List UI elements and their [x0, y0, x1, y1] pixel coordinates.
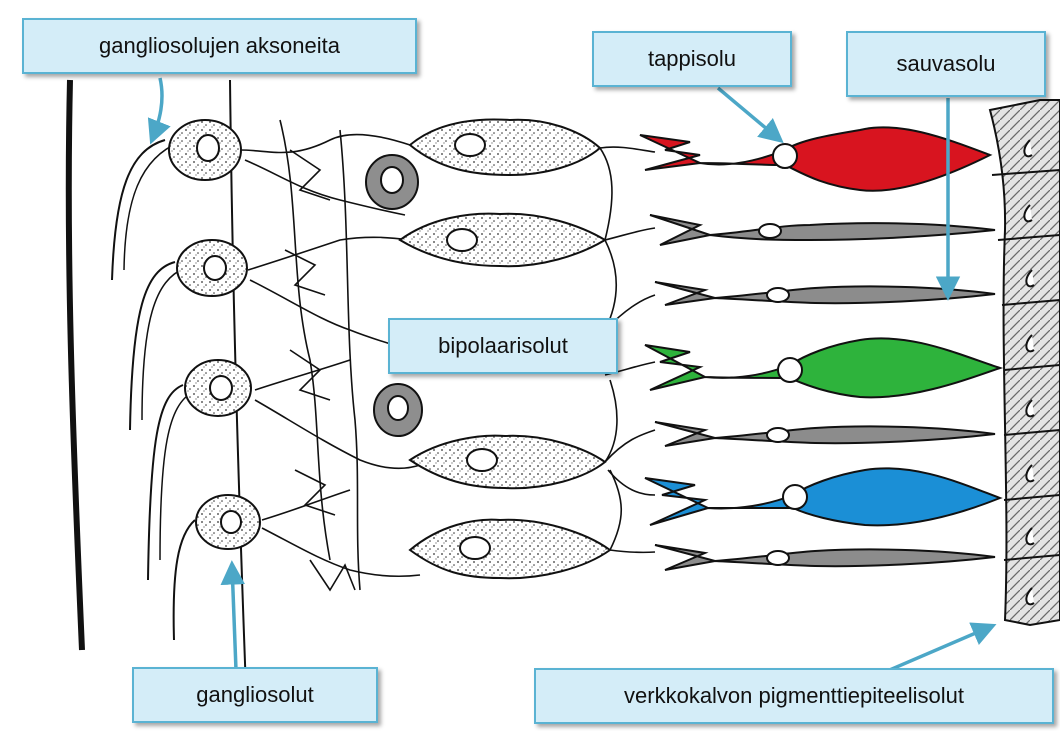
photoreceptors [640, 127, 1000, 570]
label-ganglion-cells-text: gangliosolut [196, 682, 313, 708]
arrow-ganglion-axons [152, 78, 162, 140]
bipolar-cell [410, 119, 600, 175]
cone-red [640, 127, 990, 190]
label-ganglion-axons-text: gangliosolujen aksoneita [99, 33, 340, 59]
label-bipolar-text: bipolaarisolut [438, 333, 568, 359]
label-ganglion-cells: gangliosolut [132, 667, 378, 723]
pigment-epithelium [990, 100, 1060, 625]
arrow-cone [718, 88, 780, 140]
arrow-pigment-epithelium [885, 626, 992, 672]
label-pigment-epithelium-text: verkkokalvon pigmenttiepiteelisolut [624, 683, 964, 709]
label-pigment-epithelium: verkkokalvon pigmenttiepiteelisolut [534, 668, 1054, 724]
label-bipolar: bipolaarisolut [388, 318, 618, 374]
label-cone: tappisolu [592, 31, 792, 87]
rod-gray [655, 422, 995, 446]
bipolar-cell [400, 214, 605, 267]
cone-green [645, 338, 1000, 397]
ganglion-cell [174, 495, 260, 640]
ganglion-cells [112, 120, 260, 640]
rod-gray [650, 215, 995, 245]
label-rod: sauvasolu [846, 31, 1046, 97]
bipolar-cell [410, 520, 610, 579]
rod-gray [655, 282, 995, 305]
arrow-ganglion-cells [232, 565, 236, 670]
rod-gray [655, 545, 995, 570]
bipolar-cell [410, 436, 605, 489]
label-ganglion-axons: gangliosolujen aksoneita [22, 18, 417, 74]
cone-blue [645, 468, 1000, 525]
label-rod-text: sauvasolu [896, 51, 995, 77]
label-cone-text: tappisolu [648, 46, 736, 72]
inner-limiting-membrane [69, 80, 82, 650]
amacrine-cells [366, 155, 422, 436]
